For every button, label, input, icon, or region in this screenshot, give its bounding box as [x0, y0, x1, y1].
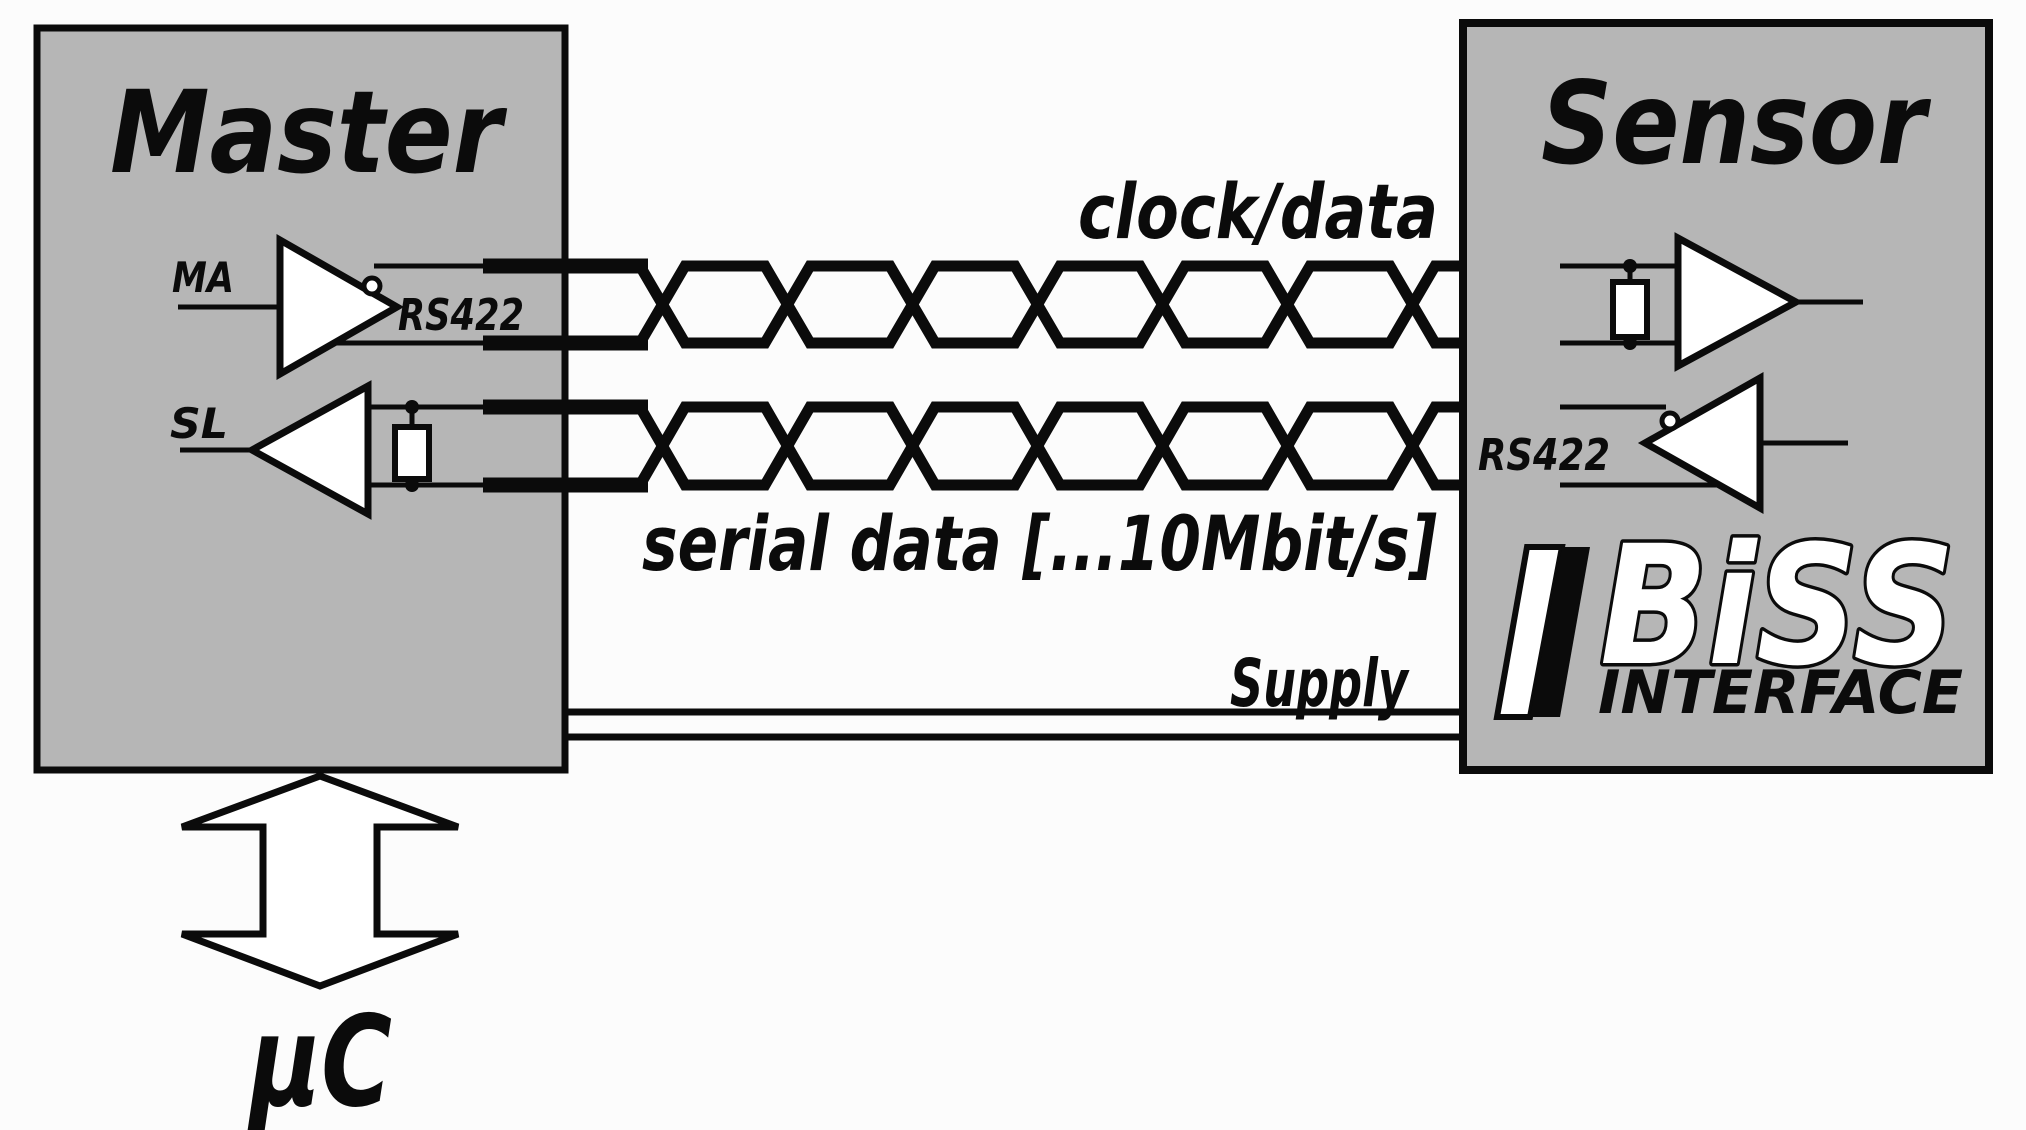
- ma-driver-inverting-bubble: [361, 275, 383, 297]
- master-rs422-label: RS422: [398, 290, 524, 341]
- microcontroller-connection: µC: [180, 772, 460, 1130]
- sensor-driver-inverting-bubble: [1659, 410, 1681, 432]
- microcontroller-arrow: [180, 772, 460, 990]
- microcontroller-label: µC: [247, 988, 392, 1130]
- sensor-receiver-triangle: [1674, 232, 1804, 372]
- sensor-title: Sensor: [1541, 57, 1932, 190]
- sensor-block: Sensor RS422 BiSS INTERFACE: [1459, 19, 1993, 774]
- serial-pair-wire-b: [600, 401, 1470, 491]
- sensor-termination-resistor: [1610, 279, 1650, 340]
- master-block: Master MA RS422 SL: [33, 24, 569, 774]
- biss-logo-interface-text: INTERFACE: [1598, 658, 1963, 728]
- serial-data-label: serial data [...10Mbit/s]: [642, 499, 1437, 588]
- sl-receiver-triangle: [244, 380, 372, 520]
- clock-pair-wire-b: [600, 260, 1470, 349]
- biss-logo: BiSS INTERFACE: [1493, 507, 1963, 728]
- serial-data-pair: serial data [...10Mbit/s]: [483, 399, 1560, 588]
- sl-top-junction-dot: [405, 400, 419, 414]
- sensor-bottom-junction-dot: [1623, 336, 1637, 350]
- sl-termination-resistor: [392, 424, 432, 482]
- clock-data-label: clock/data: [1078, 167, 1438, 256]
- ma-signal-label: MA: [172, 253, 234, 302]
- master-box: [33, 24, 569, 774]
- biss-logo-brand-text: BiSS: [1600, 510, 1955, 702]
- biss-logo-black-bar: [1530, 547, 1590, 717]
- sensor-top-junction-dot: [1623, 259, 1637, 273]
- sensor-rs422-label: RS422: [1478, 430, 1610, 481]
- supply-connection: Supply: [565, 645, 1463, 741]
- master-title: Master: [110, 66, 508, 199]
- sl-signal-label: SL: [170, 399, 228, 448]
- sl-bottom-junction-dot: [405, 478, 419, 492]
